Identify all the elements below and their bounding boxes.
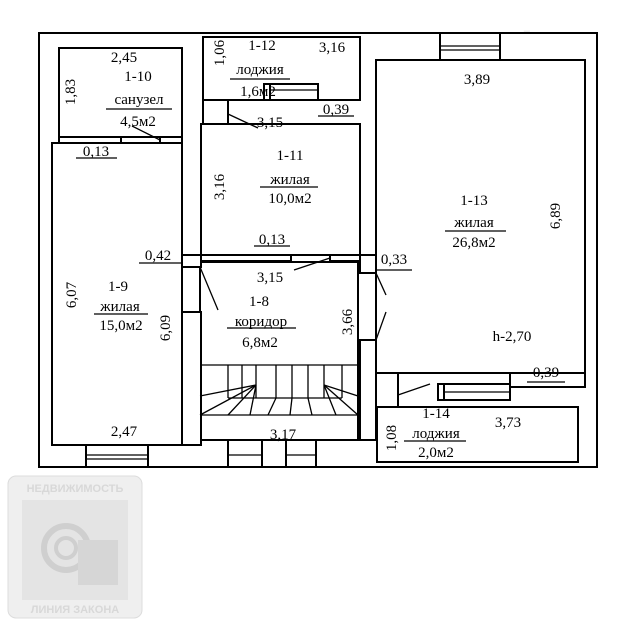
dim-3-15: 3,15 — [257, 115, 283, 131]
room-1-8-area: 6,8м2 — [242, 335, 278, 351]
door-swing — [375, 311, 387, 341]
dim-6-07: 6,07 — [64, 281, 80, 308]
room-1-10-id: 1-10 — [124, 69, 152, 85]
room-1-8-outline — [199, 261, 359, 441]
door-swing — [397, 383, 431, 396]
room-1-12-id: 1-12 — [248, 38, 276, 54]
dim-6-09: 6,09 — [158, 315, 174, 341]
dim-1-06: 1,06 — [212, 39, 228, 66]
wall-stub — [359, 254, 377, 274]
dim-0-39: 0,39 — [533, 365, 559, 381]
wall — [181, 311, 202, 446]
room-1-10-area: 4,5м2 — [120, 114, 156, 130]
room-1-13-type: жилая — [453, 215, 494, 231]
room-1-13-outline — [375, 59, 586, 374]
room-1-12-type: лоджия — [236, 62, 284, 78]
company-logo-watermark: НЕДВИЖИМОСТЬ ЛИНИЯ ЗАКОНА — [7, 475, 143, 619]
dim-1-08: 1,08 — [384, 425, 400, 451]
dim-0-39: 0,39 — [323, 102, 349, 118]
room-1-14-id: 1-14 — [422, 406, 450, 422]
dim-3-73: 3,73 — [495, 415, 521, 431]
wall-stub — [159, 136, 183, 144]
room-1-13-id: 1-13 — [460, 193, 488, 209]
partition — [200, 254, 292, 262]
dim-3-16: 3,16 — [319, 40, 346, 56]
dim-1-83: 1,83 — [63, 79, 79, 105]
room-1-8-id: 1-8 — [249, 294, 269, 310]
door-swing — [375, 272, 387, 296]
dim-6-89: 6,89 — [548, 203, 564, 229]
dim-2-47: 2,47 — [111, 424, 138, 440]
wall-stub — [509, 372, 586, 388]
ceiling-height: h-2,70 — [493, 329, 532, 345]
window — [85, 444, 149, 468]
room-1-9-outline — [51, 142, 183, 446]
dim-0-13: 0,13 — [259, 232, 285, 248]
window — [437, 383, 511, 401]
room-1-14-outline — [376, 406, 579, 463]
room-1-9-id: 1-9 — [108, 279, 128, 295]
room-1-12-area: 1,6м2 — [240, 84, 276, 100]
wall — [359, 339, 377, 441]
logo-top-text: НЕДВИЖИМОСТЬ — [27, 483, 124, 495]
label-underlines — [76, 78, 565, 442]
dim-3-66: 3,66 — [340, 308, 356, 335]
dim-2-45: 2,45 — [111, 50, 137, 66]
dim-0-13: 0,13 — [83, 144, 109, 160]
room-1-11-area: 10,0м2 — [268, 191, 311, 207]
dim-3-89: 3,89 — [464, 72, 490, 88]
wall-stub — [375, 372, 399, 408]
window — [263, 83, 319, 101]
wall-stub — [181, 254, 202, 268]
room-1-8-type: коридор — [235, 314, 287, 330]
door-swing — [293, 257, 331, 271]
door-swing — [227, 113, 259, 129]
partition — [329, 254, 361, 262]
dim-0-33: 0,33 — [381, 252, 407, 268]
dim-3-16: 3,16 — [212, 173, 228, 200]
room-1-9-type: жилая — [99, 299, 140, 315]
window — [439, 32, 501, 61]
room-1-10-outline — [58, 47, 183, 138]
window — [227, 439, 263, 468]
window — [285, 439, 317, 468]
logo-bottom-text: ЛИНИЯ ЗАКОНА — [31, 604, 119, 616]
room-1-11-type: жилая — [269, 172, 310, 188]
dim-3-17: 3,17 — [270, 427, 297, 443]
door-swing — [131, 125, 161, 141]
room-1-13-area: 26,8м2 — [452, 235, 495, 251]
staircase — [199, 364, 359, 416]
room-1-11-id: 1-11 — [277, 148, 304, 164]
dim-0-42: 0,42 — [145, 248, 171, 264]
dim-3-15: 3,15 — [257, 270, 283, 286]
wall-stub — [202, 99, 229, 125]
door-swing — [199, 266, 219, 311]
partition — [58, 136, 122, 144]
room-1-14-area: 2,0м2 — [418, 445, 454, 461]
room-1-9-area: 15,0м2 — [99, 318, 142, 334]
room-1-10-type: санузел — [114, 92, 164, 108]
room-1-14-type: лоджия — [412, 426, 460, 442]
